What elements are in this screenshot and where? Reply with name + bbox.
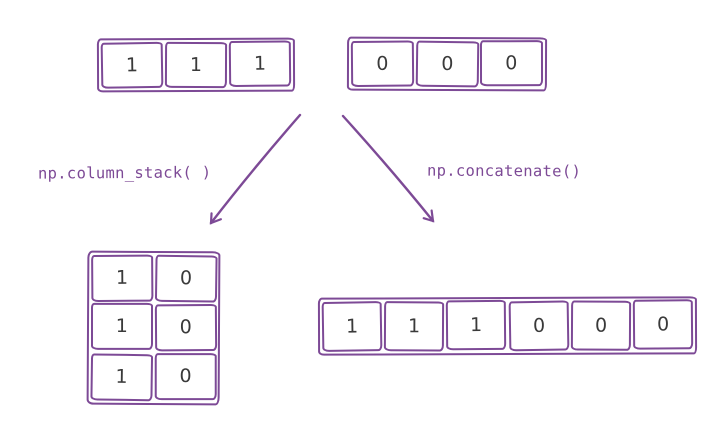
- concatenate-arrow: [341, 114, 435, 223]
- grid-cell: 1: [91, 254, 153, 303]
- column-stack-label: np.column_stack( ): [37, 163, 212, 183]
- array-cell: 0: [350, 40, 414, 88]
- concatenate-result-array: 1 1 1 0 0 0: [317, 296, 698, 356]
- grid-cell: 0: [154, 304, 217, 353]
- array-cell: 1: [384, 301, 445, 352]
- grid-cell: 1: [90, 353, 153, 402]
- array-cell: 0: [632, 299, 694, 350]
- array-cell: 0: [570, 300, 631, 351]
- input-array-ones: 1 1 1: [96, 37, 296, 93]
- array-cell: 0: [415, 40, 479, 88]
- grid-cell: 1: [91, 303, 153, 351]
- array-cell: 1: [321, 301, 383, 353]
- array-cell: 1: [446, 299, 507, 351]
- concatenate-label: np.concatenate(): [426, 161, 582, 181]
- column-stack-arrow: [209, 113, 302, 225]
- array-cell: 0: [508, 300, 570, 352]
- array-cell: 1: [164, 41, 228, 89]
- array-cell: 1: [228, 40, 292, 88]
- grid-cell: 0: [154, 352, 216, 401]
- array-cell: 0: [480, 40, 544, 87]
- array-cell: 1: [100, 41, 164, 89]
- input-array-zeros: 0 0 0: [346, 36, 548, 92]
- grid-cell: 0: [154, 254, 217, 303]
- column-stack-result-grid: 1 0 1 0 1 0: [86, 250, 221, 406]
